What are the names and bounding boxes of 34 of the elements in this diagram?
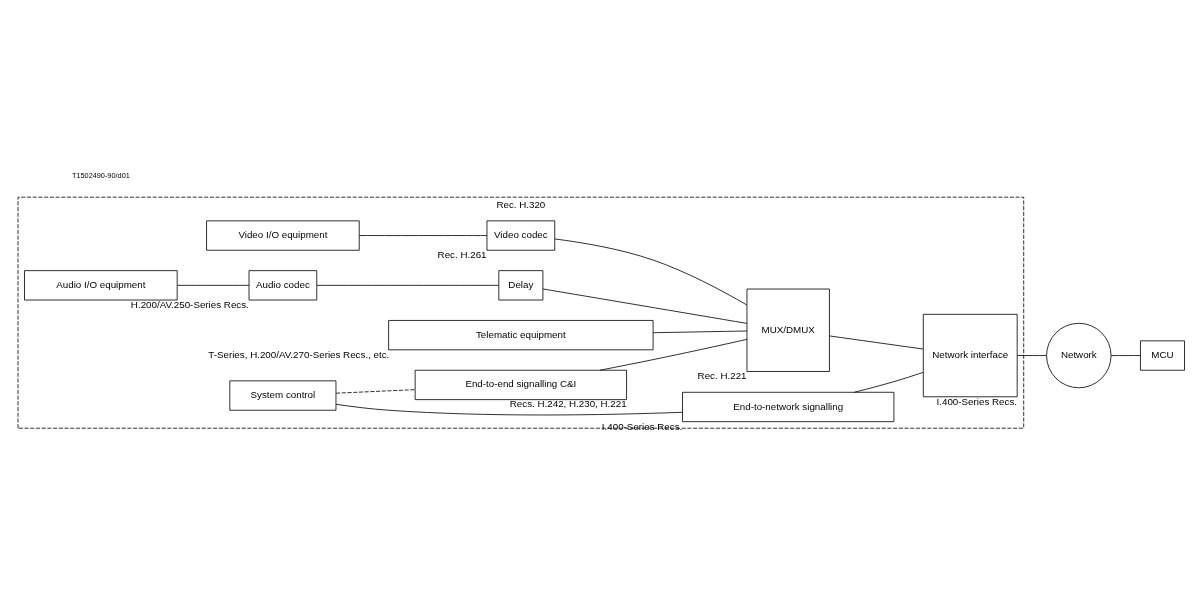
node-label: I.400-Series Recs. (936, 395, 1018, 407)
connector (1016, 355, 1047, 356)
node-label: H.200/AV.250-Series Recs. (130, 298, 249, 310)
connector (335, 403, 683, 416)
node-box: Telematic equipment (388, 320, 654, 351)
connector (652, 330, 748, 334)
connector (554, 238, 748, 306)
node-label: Recs. H.242, H.230, H.221 (509, 398, 627, 410)
node-box: MUX/DMUX (746, 288, 830, 372)
node-label: Rec. H.261 (437, 249, 487, 261)
connector (854, 372, 924, 393)
node-circle: Network (1046, 322, 1112, 389)
node-box: Network interface (922, 313, 1018, 398)
connector (316, 284, 500, 286)
node-box: Audio codec (248, 270, 318, 301)
connector (829, 335, 924, 350)
connector (359, 235, 488, 236)
node-box: Delay (498, 270, 544, 301)
node-label: T-Series, H.200/AV.270-Series Recs., etc. (208, 348, 390, 360)
label: T1502490-90/d01 (71, 170, 130, 180)
connector (177, 284, 250, 286)
node-box: Video I/O equipment (206, 220, 360, 251)
connector (1110, 355, 1141, 356)
node-label: Rec. H.221 (697, 370, 747, 382)
connector (599, 338, 748, 371)
node-box: System control (229, 380, 337, 411)
node-box: Audio I/O equipment (24, 270, 178, 301)
connector (542, 288, 748, 324)
connector (335, 389, 416, 394)
node-box: End-to-network signalling (682, 391, 895, 423)
node-box: MCU (1140, 340, 1185, 371)
node-label: I.400-Series Recs. (601, 420, 683, 432)
node-box: Video codec (486, 220, 556, 251)
node-box: End-to-end signalling C&I (414, 369, 627, 401)
